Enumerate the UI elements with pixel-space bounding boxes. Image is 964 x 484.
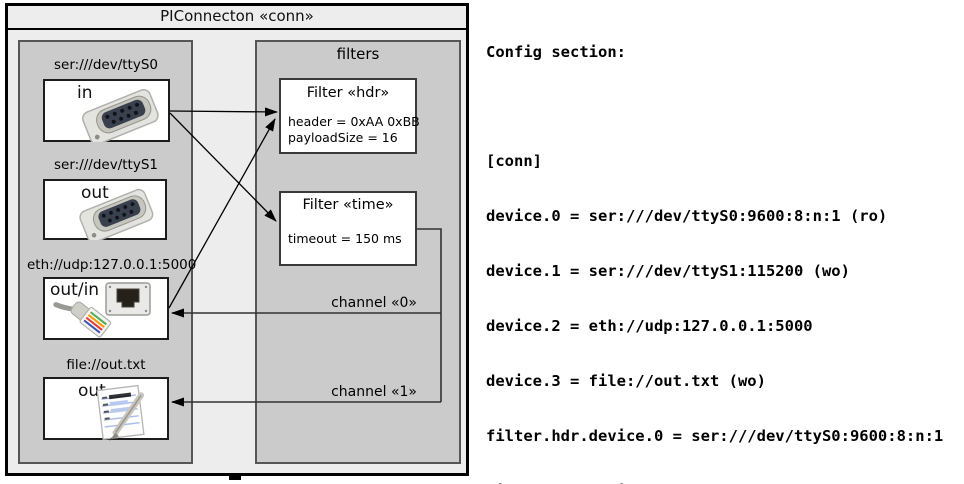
filter-time-box: Filter «time» timeout = 150 ms <box>279 191 417 266</box>
channel-1-label: channel «1» <box>331 384 417 400</box>
device-uri-file: file://out.txt <box>66 357 146 373</box>
config-line: [conn] <box>486 152 542 171</box>
config-heading: Config section: <box>486 42 626 61</box>
component-title: PIConnecton «conn» <box>160 7 314 25</box>
channel-0-label: channel «0» <box>331 295 417 311</box>
device-direction: out <box>81 183 109 203</box>
filter-hdr-box: Filter «hdr» header = 0xAA 0xBB payloadS… <box>279 78 420 154</box>
filter-hdr-title: Filter «hdr» <box>306 85 390 101</box>
ethernet-cable-icon <box>53 301 112 338</box>
device-uri-eth: eth://udp:127.0.0.1:5000 <box>27 257 197 273</box>
config-line: device.2 = eth://udp:127.0.0.1:5000 <box>486 317 813 336</box>
config-line: filter.hdr.device.1 = eth://udp:127.0.0.… <box>486 482 964 484</box>
config-line: device.0 = ser:///dev/ttyS0:9600:8:n:1 (… <box>486 207 888 226</box>
config-blank-line <box>486 97 964 115</box>
title-divider <box>8 28 466 30</box>
device-uri-ttys0: ser:///dev/ttyS0 <box>54 57 158 73</box>
filter-hdr-attr-payloadsize: payloadSize = 16 <box>288 130 398 145</box>
serial-connector-icon <box>79 188 154 240</box>
filter-hdr-attr-header: header = 0xAA 0xBB <box>288 114 420 129</box>
device-uri-ttys1: ser:///dev/ttyS1 <box>54 157 158 173</box>
ethernet-jack-icon <box>105 282 151 316</box>
anchor-tick <box>229 475 241 480</box>
device-box-file: out <box>43 377 169 441</box>
device-box-ttys0: in <box>43 79 170 142</box>
device-box-eth: out/in <box>43 277 169 340</box>
config-line: filter.hdr.device.0 = ser:///dev/ttyS0:9… <box>486 426 944 445</box>
notepad-icon <box>96 384 145 441</box>
filter-time-attr-timeout: timeout = 150 ms <box>288 231 402 246</box>
device-direction: out/in <box>50 280 100 300</box>
filters-panel-title: filters <box>336 45 380 63</box>
device-direction: in <box>77 83 93 103</box>
filter-time-title: Filter «time» <box>302 197 394 213</box>
config-line: device.1 = ser:///dev/ttyS1:115200 (wo) <box>486 262 850 281</box>
device-box-ttys1: out <box>43 179 167 240</box>
serial-connector-icon <box>81 89 159 142</box>
config-line: device.3 = file://out.txt (wo) <box>486 371 766 390</box>
config-section: Config section: [conn] device.0 = ser://… <box>486 6 964 484</box>
